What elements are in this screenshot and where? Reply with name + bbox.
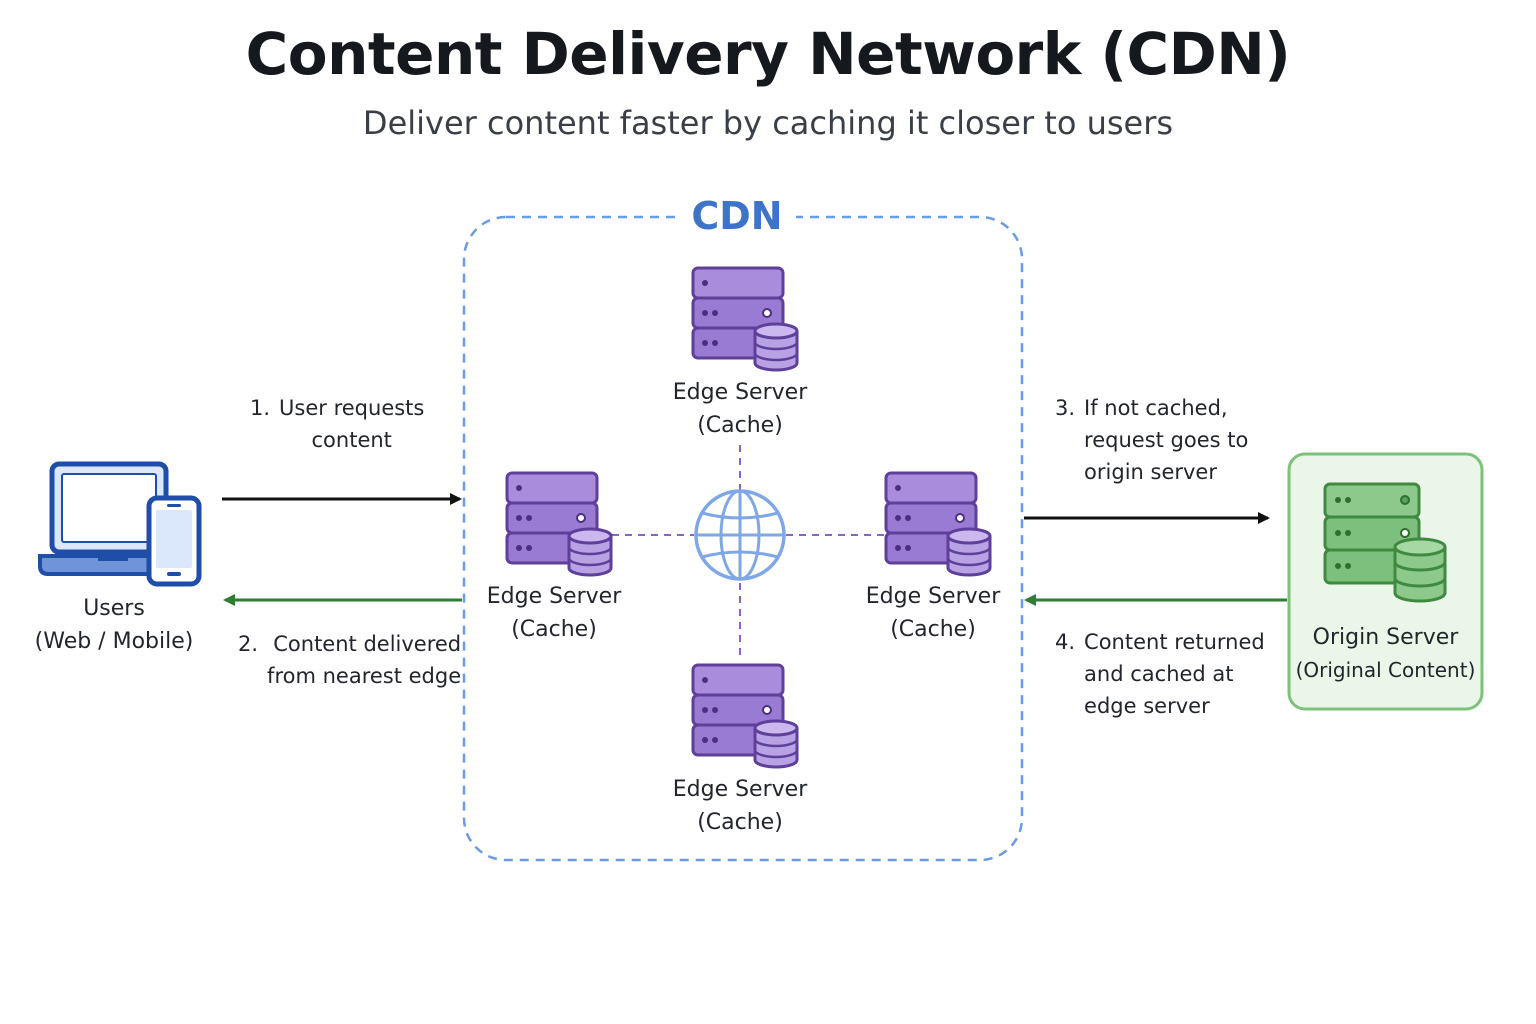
edge-server-bottom-icon xyxy=(691,663,799,769)
edge-server-detail: (Cache) xyxy=(697,413,783,438)
laptop-phone-icon xyxy=(38,461,202,587)
edge-server-name: Edge Server xyxy=(672,380,808,405)
step-text: Content delivered from nearest edge xyxy=(267,632,462,688)
step-number: 2. xyxy=(238,632,259,656)
cdn-label: CDN xyxy=(678,194,796,238)
step-3: 3. If not cached, request goes to origin… xyxy=(1055,392,1248,488)
diagram-subtitle: Deliver content faster by caching it clo… xyxy=(362,104,1174,142)
step-number: 4. xyxy=(1055,630,1076,654)
step-text: User requests content xyxy=(279,396,425,452)
step-1: 1. User requests content xyxy=(250,392,424,456)
users-node: Users (Web / Mobile) xyxy=(24,592,204,658)
step-number: 1. xyxy=(250,396,271,420)
step-2: 2. Content delivered from nearest edge xyxy=(238,628,461,692)
edge-server-top: Edge Server (Cache) xyxy=(654,376,826,442)
edge-server-top-icon xyxy=(691,266,799,372)
edge-server-name: Edge Server xyxy=(486,584,622,609)
edge-server-detail: (Cache) xyxy=(890,617,976,642)
edge-server-bottom: Edge Server (Cache) xyxy=(654,773,826,839)
origin-server-icon xyxy=(1323,482,1447,603)
origin-server: Origin Server (Original Content) xyxy=(1289,621,1482,687)
edge-server-detail: (Cache) xyxy=(697,810,783,835)
step-number: 3. xyxy=(1055,396,1076,420)
edge-server-name: Edge Server xyxy=(672,777,808,802)
step-text: If not cached, request goes to origin se… xyxy=(1084,396,1249,484)
edge-server-left: Edge Server (Cache) xyxy=(468,580,640,646)
origin-server-name: Origin Server xyxy=(1312,625,1459,650)
edge-server-right-icon xyxy=(884,471,992,577)
origin-server-detail: (Original Content) xyxy=(1295,658,1476,682)
globe-icon xyxy=(694,489,786,581)
edge-server-name: Edge Server xyxy=(865,584,1001,609)
edge-server-detail: (Cache) xyxy=(511,617,597,642)
users-detail: (Web / Mobile) xyxy=(34,629,194,654)
edge-server-right: Edge Server (Cache) xyxy=(847,580,1019,646)
step-4: 4. Content returned and cached at edge s… xyxy=(1055,626,1265,722)
edge-server-left-icon xyxy=(505,471,613,577)
step-text: Content returned and cached at edge serv… xyxy=(1084,630,1265,718)
cdn-boundary xyxy=(462,215,1024,862)
users-name: Users xyxy=(83,596,145,621)
diagram-title: Content Delivery Network (CDN) xyxy=(245,20,1291,88)
